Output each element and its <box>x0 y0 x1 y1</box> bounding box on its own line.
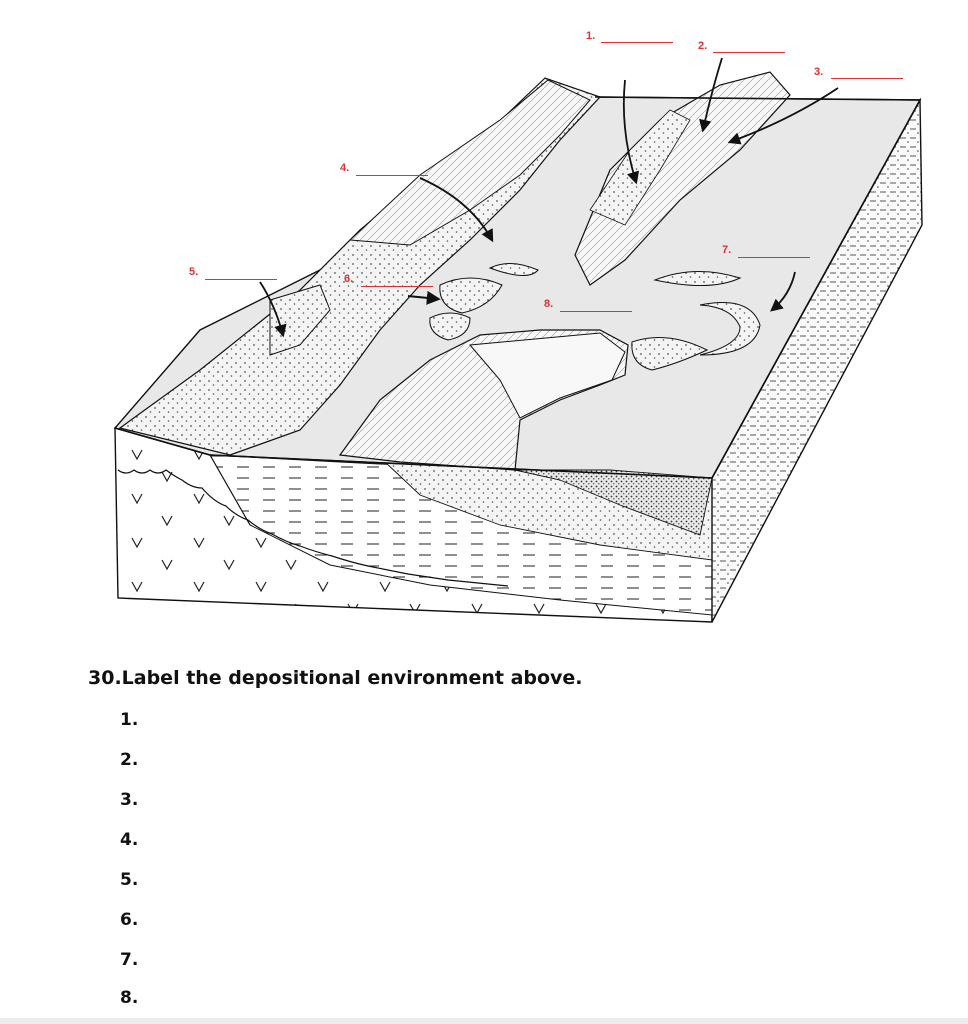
label-7-blank <box>738 257 810 258</box>
answer-item-4: 4. <box>120 830 139 850</box>
answer-item-1: 1. <box>120 710 139 730</box>
depositional-environment-diagram <box>113 57 923 623</box>
label-4-number: 4. <box>340 162 350 174</box>
label-5-number: 5. <box>189 266 199 278</box>
label-1-number: 1. <box>586 30 596 42</box>
sand-lobe-e <box>631 337 709 371</box>
sand-lobe-d <box>653 271 742 286</box>
cliff-ridge <box>348 79 591 246</box>
answer-item-5: 5. <box>120 870 139 890</box>
label-6-blank <box>361 286 433 287</box>
bottom-bar <box>0 1018 968 1024</box>
barrier-island-inner <box>589 109 691 226</box>
label-1-blank <box>601 42 673 43</box>
answer-item-6: 6. <box>120 910 139 930</box>
answer-item-2: 2. <box>120 750 139 770</box>
pointer-arrow-3 <box>727 87 839 145</box>
label-8-number: 8. <box>544 298 554 310</box>
answer-item-7: 7. <box>120 950 139 970</box>
pointer-arrow-7 <box>770 271 796 312</box>
pointer-arrow-1 <box>622 79 640 185</box>
label-6-number: 6. <box>344 273 354 285</box>
pointer-arrow-4 <box>419 177 494 243</box>
beach-front <box>514 469 713 536</box>
label-4-blank <box>356 175 428 176</box>
label-3-number: 3. <box>814 66 824 78</box>
answer-item-8: 8. <box>120 988 139 1008</box>
pointer-arrow-5 <box>259 281 287 338</box>
label-5-blank <box>205 279 277 280</box>
pointer-arrow-2 <box>699 57 723 133</box>
pointer-arrow-6 <box>407 290 441 305</box>
answer-item-3: 3. <box>120 790 139 810</box>
label-2-number: 2. <box>698 40 708 52</box>
wavy-unconformity <box>117 469 509 587</box>
label-2-blank <box>713 52 785 53</box>
label-3-blank <box>831 78 903 79</box>
label-8-blank <box>560 311 632 312</box>
label-7-number: 7. <box>722 244 732 256</box>
crescent-bar <box>699 302 761 356</box>
spit-lagoon <box>468 332 626 419</box>
sand-lobe-c <box>429 312 471 341</box>
question-title: 30.Label the depositional environment ab… <box>88 667 583 689</box>
marsh-patch <box>269 284 331 356</box>
sand-lobe-a <box>488 263 539 276</box>
sand-lobe-b <box>439 277 503 314</box>
